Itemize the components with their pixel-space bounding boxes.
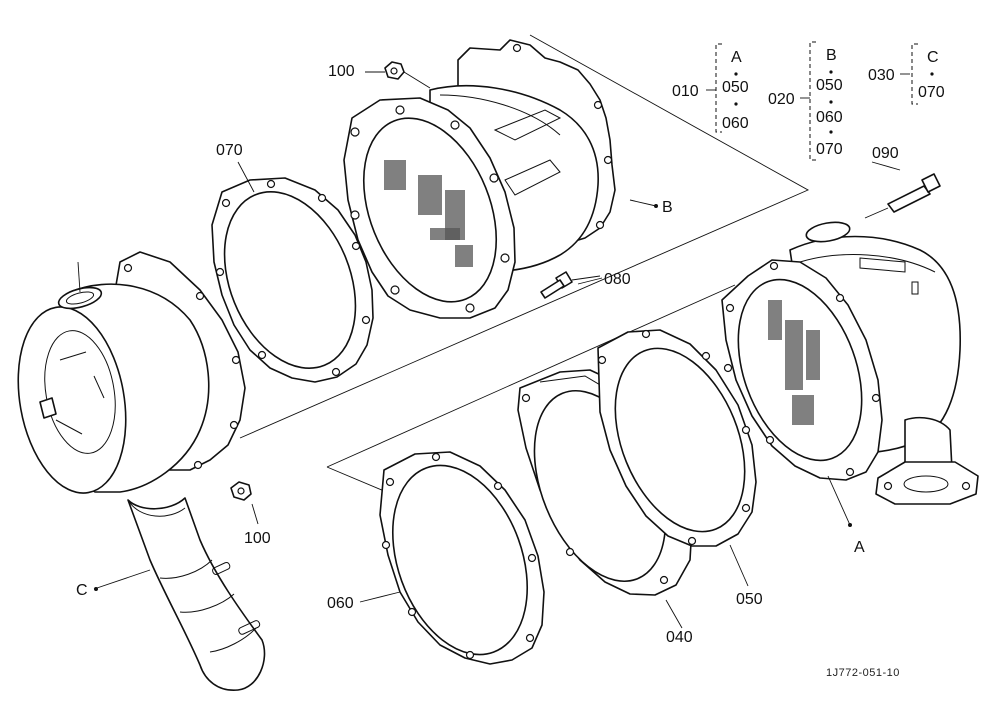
legend-group-010: 010 A 050 060 [672, 43, 749, 133]
label-070: 070 [216, 142, 243, 159]
legend-group-030: 030 C 070 [868, 43, 945, 105]
label-ref-b: B [662, 199, 673, 216]
gasket-060 [379, 451, 545, 665]
nut-100-top [384, 61, 431, 89]
legend-020-part-2: 060 [816, 109, 843, 126]
legend-010-part-1: 050 [722, 79, 749, 96]
inlet-housing-c [17, 251, 266, 691]
label-040: 040 [666, 629, 693, 646]
label-050: 050 [736, 591, 763, 608]
legend-030-number: 030 [868, 67, 895, 84]
label-100-bottom: 100 [244, 530, 271, 547]
legend-010-ref: A [731, 49, 742, 66]
bolt-080 [540, 271, 601, 299]
label-060: 060 [327, 595, 354, 612]
label-090: 090 [872, 145, 899, 162]
filter-mesh-b [384, 160, 473, 267]
legend-group-020: 020 B 050 060 070 [768, 41, 843, 161]
legend-010-part-2: 060 [722, 115, 749, 132]
callout-labels: 100 070 100 080 090 B C 060 040 050 A [76, 63, 899, 646]
gasket-070 [211, 177, 374, 383]
bolt-090 [864, 173, 941, 219]
legend-030-part-1: 070 [918, 84, 945, 101]
legend-020-number: 020 [768, 91, 795, 108]
label-080: 080 [604, 271, 631, 288]
filter-mesh-a [768, 300, 820, 425]
legend-020-part-3: 070 [816, 141, 843, 158]
nut-100-bottom [230, 481, 252, 501]
legend-010-number: 010 [672, 83, 699, 100]
leader-lines [93, 71, 901, 629]
legend-020-ref: B [826, 47, 837, 64]
label-ref-a: A [854, 539, 865, 556]
legend-020-part-1: 050 [816, 77, 843, 94]
dpf-housing-b [343, 39, 616, 319]
doc-housing-a [721, 221, 979, 505]
figure-code: 1J772-051-10 [826, 667, 900, 679]
label-100-top: 100 [328, 63, 355, 80]
gasket-050 [597, 329, 757, 547]
legend-030-ref: C [927, 49, 939, 66]
label-ref-c: C [76, 582, 88, 599]
